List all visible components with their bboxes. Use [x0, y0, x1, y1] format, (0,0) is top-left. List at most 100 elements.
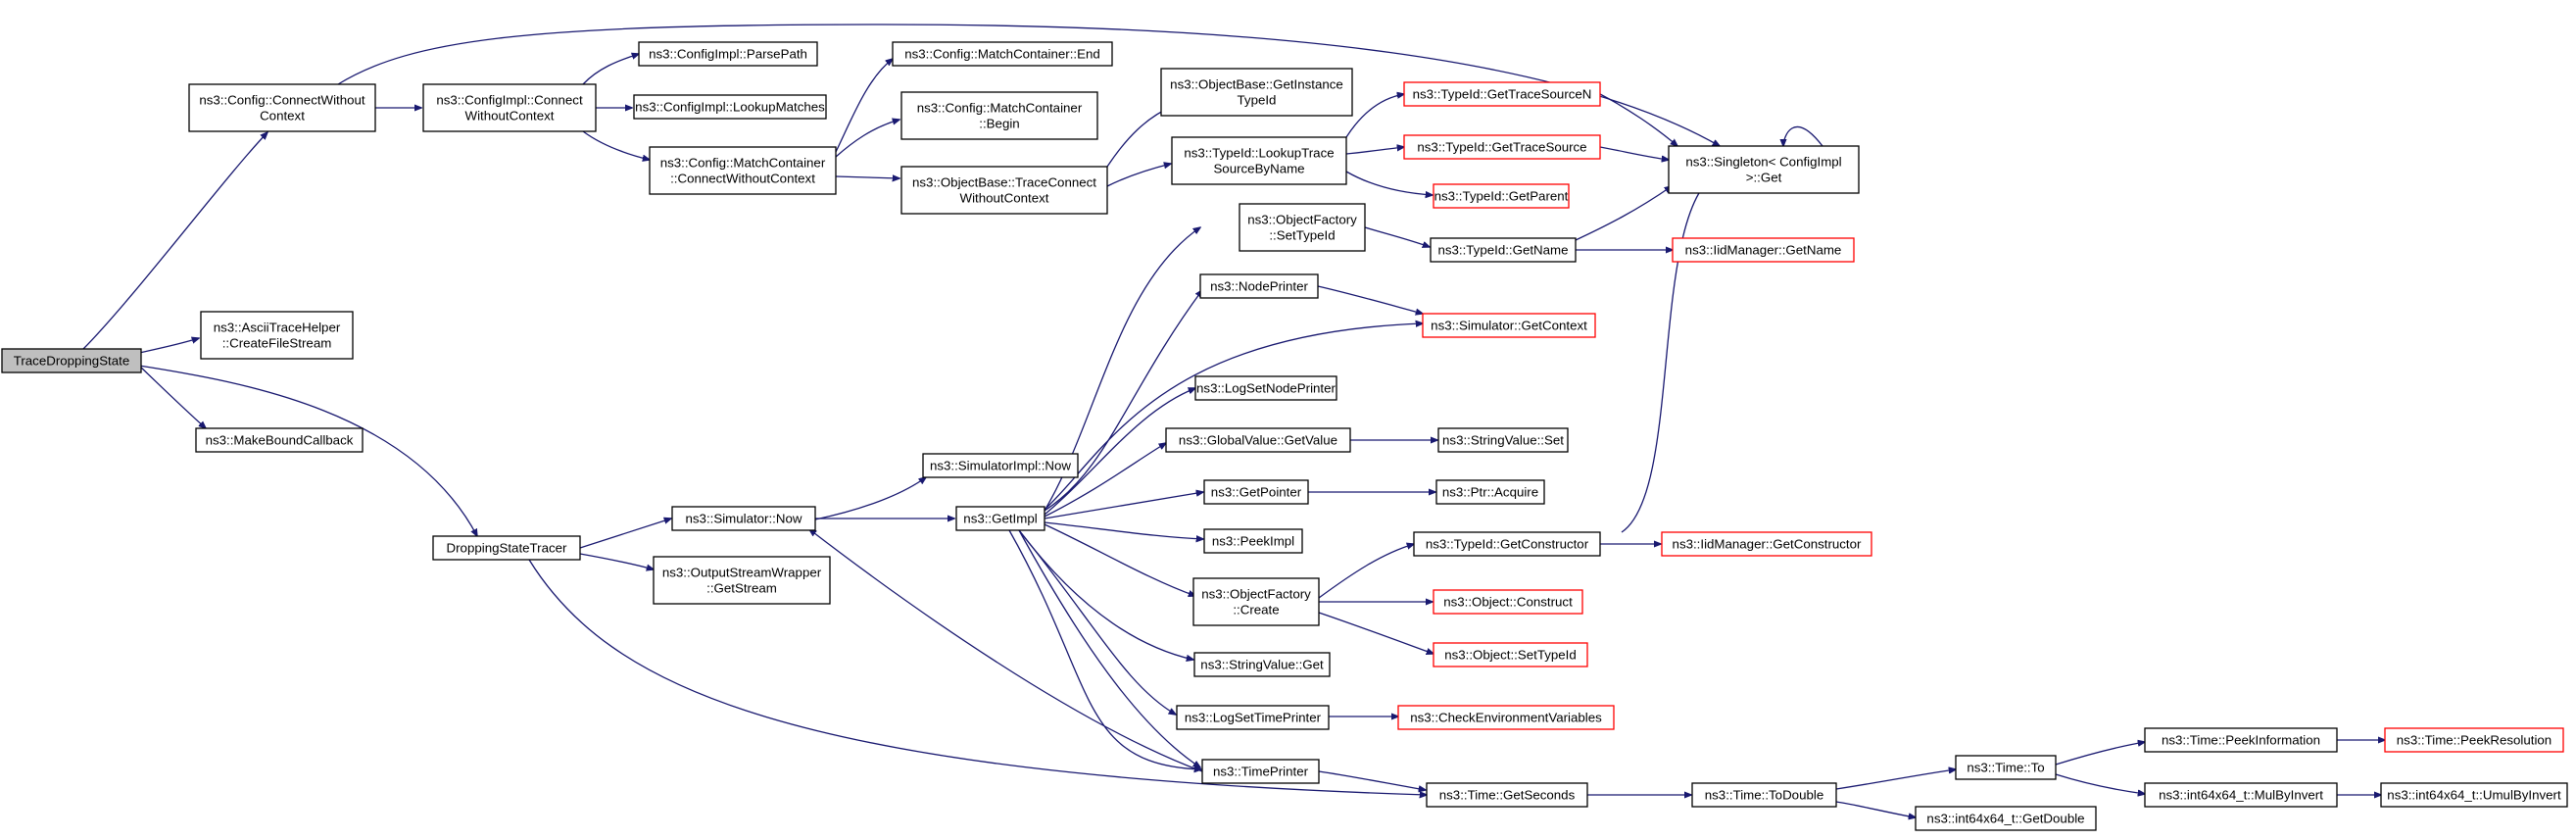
node-osw[interactable]: ns3::OutputStreamWrapper::GetStream — [653, 556, 831, 605]
edge-line — [1345, 171, 1433, 195]
node-ost[interactable]: ns3::Object::SetTypeId — [1433, 642, 1588, 667]
node-box — [1430, 237, 1577, 263]
call-edge — [1106, 164, 1171, 187]
node-pp[interactable]: ns3::ConfigImpl::ParsePath — [638, 41, 818, 67]
node-sg[interactable]: ns3::Singleton< ConfigImpl >::Get — [1668, 145, 1860, 194]
node-ttd[interactable]: ns3::Time::ToDouble — [1691, 782, 1837, 808]
node-simNow[interactable]: ns3::Simulator::Now — [671, 506, 816, 531]
node-tgs[interactable]: ns3::Time::GetSeconds — [1426, 782, 1588, 808]
node-gp[interactable]: ns3::TypeId::GetParent — [1433, 183, 1570, 209]
node-label: WithoutContext — [960, 191, 1049, 206]
call-edge — [2055, 773, 2145, 794]
node-ofc[interactable]: ns3::ObjectFactory::Create — [1192, 577, 1320, 626]
node-box — [1915, 806, 2097, 831]
node-label: ns3::Object::Construct — [1443, 595, 1573, 610]
node-label: DroppingStateTracer — [447, 541, 568, 556]
node-label: ns3::Time::To — [1967, 761, 2044, 775]
edge-line — [1599, 146, 1669, 160]
node-ath[interactable]: ns3::AsciiTraceHelper::CreateFileStream — [200, 311, 354, 360]
node-imgc[interactable]: ns3::IidManager::GetConstructor — [1661, 531, 1872, 557]
node-label: TraceDroppingState — [14, 354, 130, 369]
node-label: ns3::MakeBoundCallback — [206, 433, 354, 448]
node-tpi[interactable]: ns3::Time::PeekInformation — [2144, 727, 2338, 753]
call-edge — [814, 477, 926, 520]
node-pimpl[interactable]: ns3::PeekImpl — [1203, 528, 1303, 554]
node-obtc[interactable]: ns3::ObjectBase::TraceConnectWithoutCont… — [900, 166, 1108, 215]
node-tto[interactable]: ns3::Time::To — [1955, 755, 2057, 780]
node-label: ns3::OutputStreamWrapper — [662, 566, 822, 580]
edge-line — [1318, 612, 1434, 654]
node-imgn[interactable]: ns3::IidManager::GetName — [1672, 237, 1855, 263]
edge-line — [1044, 388, 1195, 516]
node-svg[interactable]: ns3::StringValue::Get — [1193, 652, 1331, 677]
node-lstp[interactable]: ns3::LogSetTimePrinter — [1176, 705, 1330, 730]
node-gptr[interactable]: ns3::GetPointer — [1203, 479, 1309, 505]
node-box — [671, 506, 816, 531]
node-dst[interactable]: DroppingStateTracer — [432, 535, 581, 561]
node-mcb[interactable]: ns3::Config::MatchContainer::Begin — [900, 91, 1098, 140]
node-tgc[interactable]: ns3::TypeId::GetConstructor — [1413, 531, 1601, 557]
call-edge — [1835, 769, 1956, 790]
node-svs[interactable]: ns3::StringValue::Set — [1437, 427, 1569, 453]
edge-line — [1318, 770, 1426, 790]
edge-line — [1621, 170, 1725, 533]
node-label: ::Begin — [979, 117, 1019, 131]
node-np[interactable]: ns3::NodePrinter — [1199, 273, 1319, 299]
node-ofst[interactable]: ns3::ObjectFactory::SetTypeId — [1239, 203, 1366, 252]
edge-line — [809, 529, 1203, 772]
node-label: ns3::ObjectFactory — [1201, 587, 1311, 602]
node-tp[interactable]: ns3::TimePrinter — [1201, 759, 1320, 784]
node-label: ns3::ConfigImpl::Connect — [436, 93, 583, 108]
node-box — [422, 83, 597, 132]
call-edge — [1044, 492, 1203, 519]
node-label: ns3::NodePrinter — [1210, 279, 1308, 294]
node-gi[interactable]: ns3::GetImpl — [955, 506, 1045, 531]
call-edge — [1835, 801, 1916, 817]
node-label: ns3::GetPointer — [1211, 485, 1302, 500]
node-label: ns3::int64x64_t::MulByInvert — [2159, 788, 2323, 803]
edge-line — [1364, 226, 1430, 247]
node-label: ns3::Simulator::GetContext — [1431, 319, 1587, 333]
node-mbi[interactable]: ns3::int64x64_t::MulByInvert — [2144, 782, 2338, 808]
call-edge — [1008, 529, 1201, 769]
node-label: ns3::GlobalValue::GetValue — [1179, 433, 1337, 448]
node-box — [1, 348, 142, 373]
node-tgn[interactable]: ns3::TypeId::GetName — [1430, 237, 1577, 263]
node-box — [1397, 705, 1615, 730]
node-cev[interactable]: ns3::CheckEnvironmentVariables — [1397, 705, 1615, 730]
node-mce[interactable]: ns3::Config::MatchContainer::End — [892, 41, 1113, 67]
node-cicwc[interactable]: ns3::ConfigImpl::ConnectWithoutContext — [422, 83, 597, 132]
node-mccwc[interactable]: ns3::Config::MatchContainer::ConnectWith… — [649, 146, 837, 195]
node-lm[interactable]: ns3::ConfigImpl::LookupMatches — [633, 94, 827, 120]
node-oc[interactable]: ns3::Object::Construct — [1433, 589, 1583, 615]
node-label: ::SetTypeId — [1269, 228, 1335, 243]
node-label: ns3::ObjectBase::GetInstance — [1170, 77, 1343, 92]
call-edge — [1018, 529, 1200, 767]
edge-line — [1018, 529, 1193, 660]
edge-line — [1106, 164, 1171, 187]
edge-line — [138, 338, 199, 354]
node-gvgv[interactable]: ns3::GlobalValue::GetValue — [1165, 427, 1351, 453]
node-mbc[interactable]: ns3::MakeBoundCallback — [195, 427, 364, 453]
edge-line — [1044, 492, 1203, 519]
node-tds[interactable]: TraceDroppingState — [1, 348, 142, 373]
node-label: ns3::ObjectFactory — [1247, 213, 1357, 227]
node-igd[interactable]: ns3::int64x64_t::GetDouble — [1915, 806, 2097, 831]
node-tpr[interactable]: ns3::Time::PeekResolution — [2384, 727, 2564, 753]
node-cwc[interactable]: ns3::Config::ConnectWithoutContext — [188, 83, 376, 132]
node-siNow[interactable]: ns3::SimulatorImpl::Now — [922, 453, 1079, 478]
node-gtsn[interactable]: ns3::TypeId::GetTraceSourceN — [1403, 81, 1601, 107]
node-gts[interactable]: ns3::TypeId::GetTraceSource — [1403, 134, 1601, 160]
node-pacq[interactable]: ns3::Ptr::Acquire — [1435, 479, 1545, 505]
node-umbi[interactable]: ns3::int64x64_t::UmulByInvert — [2380, 782, 2568, 808]
node-sgc[interactable]: ns3::Simulator::GetContext — [1422, 313, 1596, 338]
edges-layer — [82, 24, 2385, 817]
node-label: ns3::TypeId::GetName — [1437, 243, 1568, 258]
edge-line — [582, 130, 650, 160]
node-lsnp[interactable]: ns3::LogSetNodePrinter — [1194, 375, 1337, 401]
node-label: ns3::StringValue::Set — [1442, 433, 1564, 448]
node-label: ns3::IidManager::GetConstructor — [1673, 537, 1862, 552]
